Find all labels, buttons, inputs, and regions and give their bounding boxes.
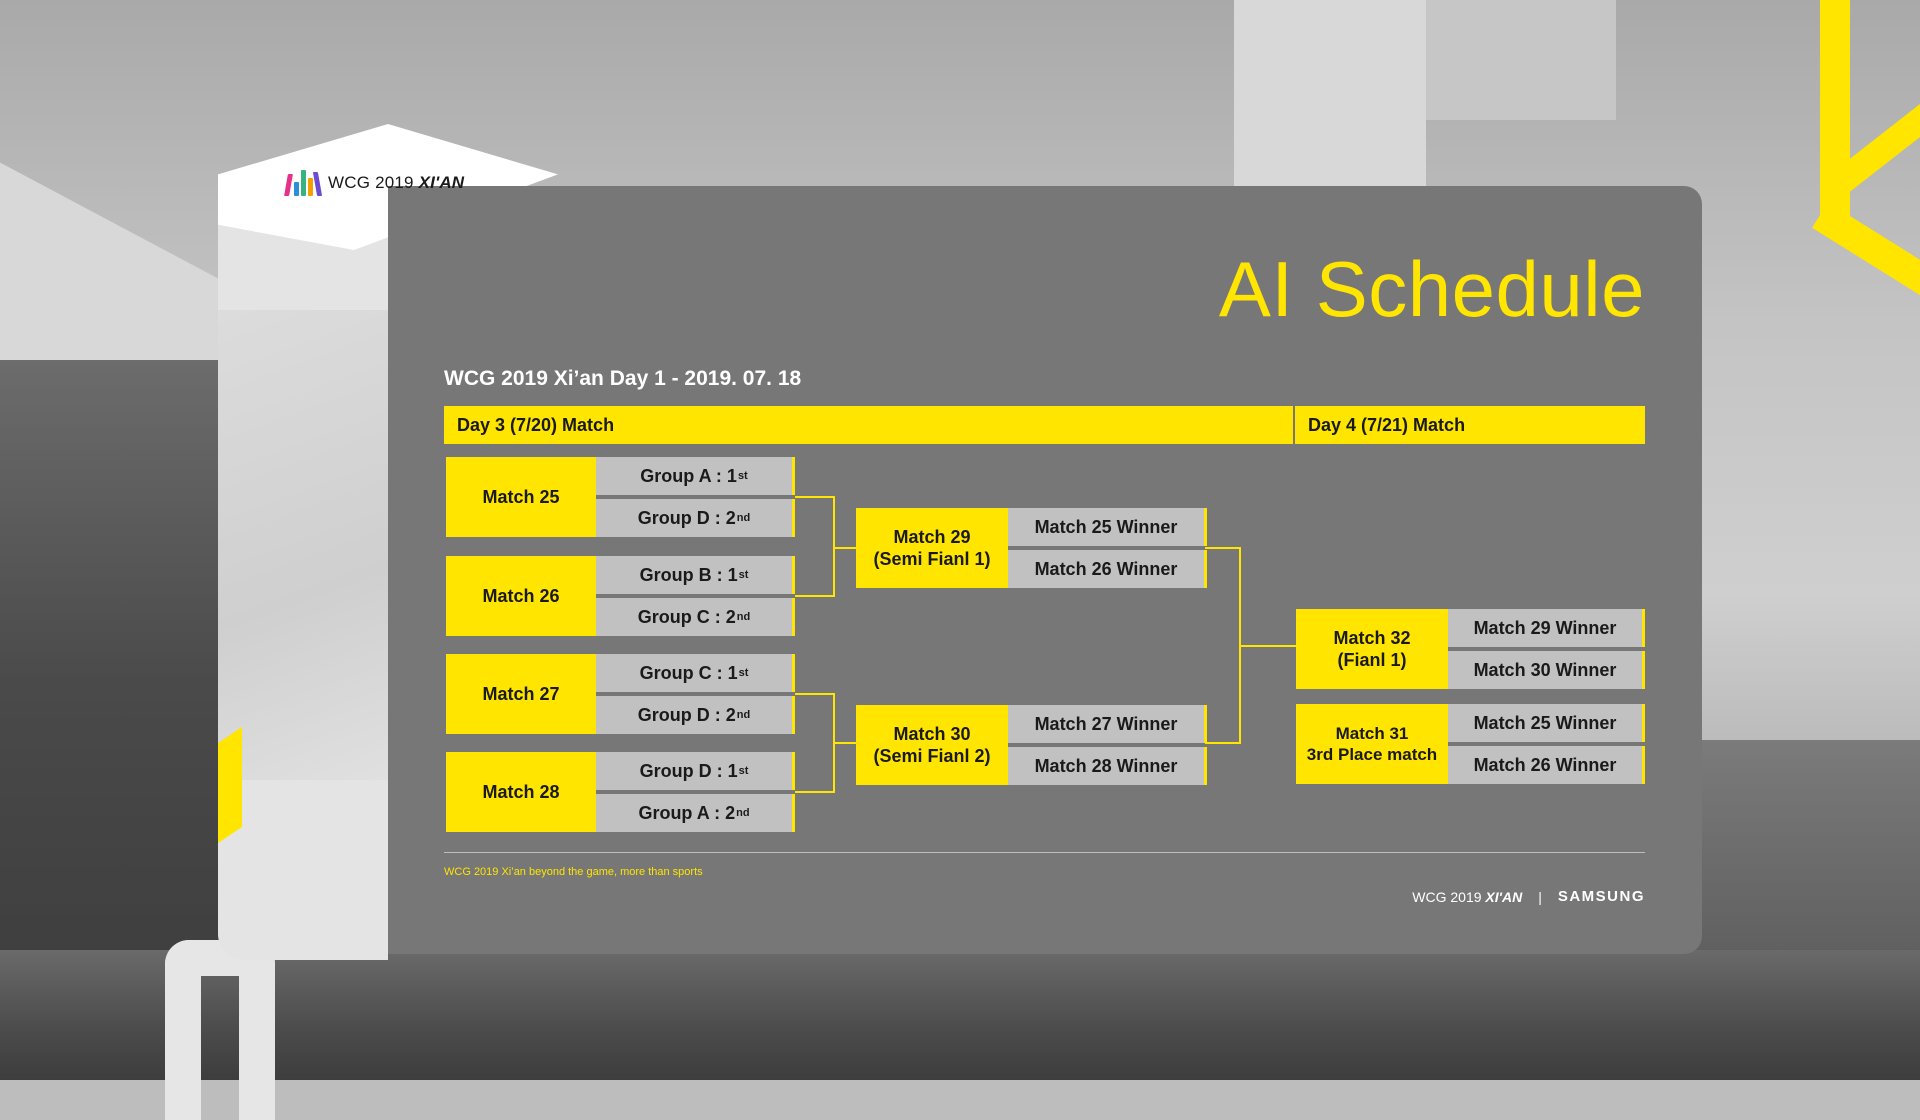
background-shape: [165, 940, 275, 1120]
match-slot: Match 29 Winner: [1448, 609, 1645, 647]
card-side-face: [218, 310, 388, 780]
footer-logos: WCG 2019 XI'AN | SAMSUNG: [1380, 888, 1645, 905]
page-subtitle: WCG 2019 Xi’an Day 1 - 2019. 07. 18: [444, 367, 802, 390]
match-label: Match 30 (Semi Fianl 2): [856, 705, 1008, 785]
footer-samsung-logo: SAMSUNG: [1557, 888, 1645, 905]
match-label: Match 27: [446, 654, 596, 734]
match-slot: Match 26 Winner: [1448, 746, 1645, 784]
match-label: Match 29 (Semi Fianl 1): [856, 508, 1008, 588]
match-label: Match 25: [446, 457, 596, 537]
background-band: [1426, 0, 1616, 120]
match-label: Match 26: [446, 556, 596, 636]
match-31: Match 31 3rd Place match Match 25 Winner…: [1296, 704, 1645, 784]
match-32: Match 32 (Fianl 1) Match 29 Winner Match…: [1296, 609, 1645, 689]
wcg-logo-icon: [284, 170, 323, 196]
match-29: Match 29 (Semi Fianl 1) Match 25 Winner …: [856, 508, 1207, 588]
match-slot: Match 25 Winner: [1008, 508, 1207, 546]
decor-yellow-stripe: [218, 726, 242, 844]
match-label: Match 31 3rd Place match: [1296, 704, 1448, 784]
logo-text: WCG 2019: [328, 173, 414, 192]
match-label: Match 28: [446, 752, 596, 832]
day-3-header: Day 3 (7/20) Match: [444, 406, 1293, 444]
match-slot: Match 28 Winner: [1008, 747, 1207, 785]
match-slot: Match 30 Winner: [1448, 651, 1645, 689]
background-terracotta-photo: [0, 950, 1920, 1080]
page-title: AI Schedule: [1218, 245, 1645, 333]
footer-tagline: WCG 2019 Xi’an beyond the game, more tha…: [444, 866, 703, 878]
wcg-logo: WCG 2019 XI'AN: [284, 170, 465, 196]
footer-separator: |: [1538, 888, 1542, 905]
match-slot: Match 25 Winner: [1448, 704, 1645, 742]
match-30: Match 30 (Semi Fianl 2) Match 27 Winner …: [856, 705, 1207, 785]
day-4-header: Day 4 (7/21) Match: [1295, 406, 1645, 444]
background-band: [1234, 0, 1426, 210]
match-slot: Match 27 Winner: [1008, 705, 1207, 743]
match-slot: Match 26 Winner: [1008, 550, 1207, 588]
match-label: Match 32 (Fianl 1): [1296, 609, 1448, 689]
footer-divider: [444, 852, 1645, 853]
footer-wcg-logo: WCG 2019 XI'AN: [1412, 888, 1523, 905]
logo-city: XI'AN: [418, 173, 465, 192]
